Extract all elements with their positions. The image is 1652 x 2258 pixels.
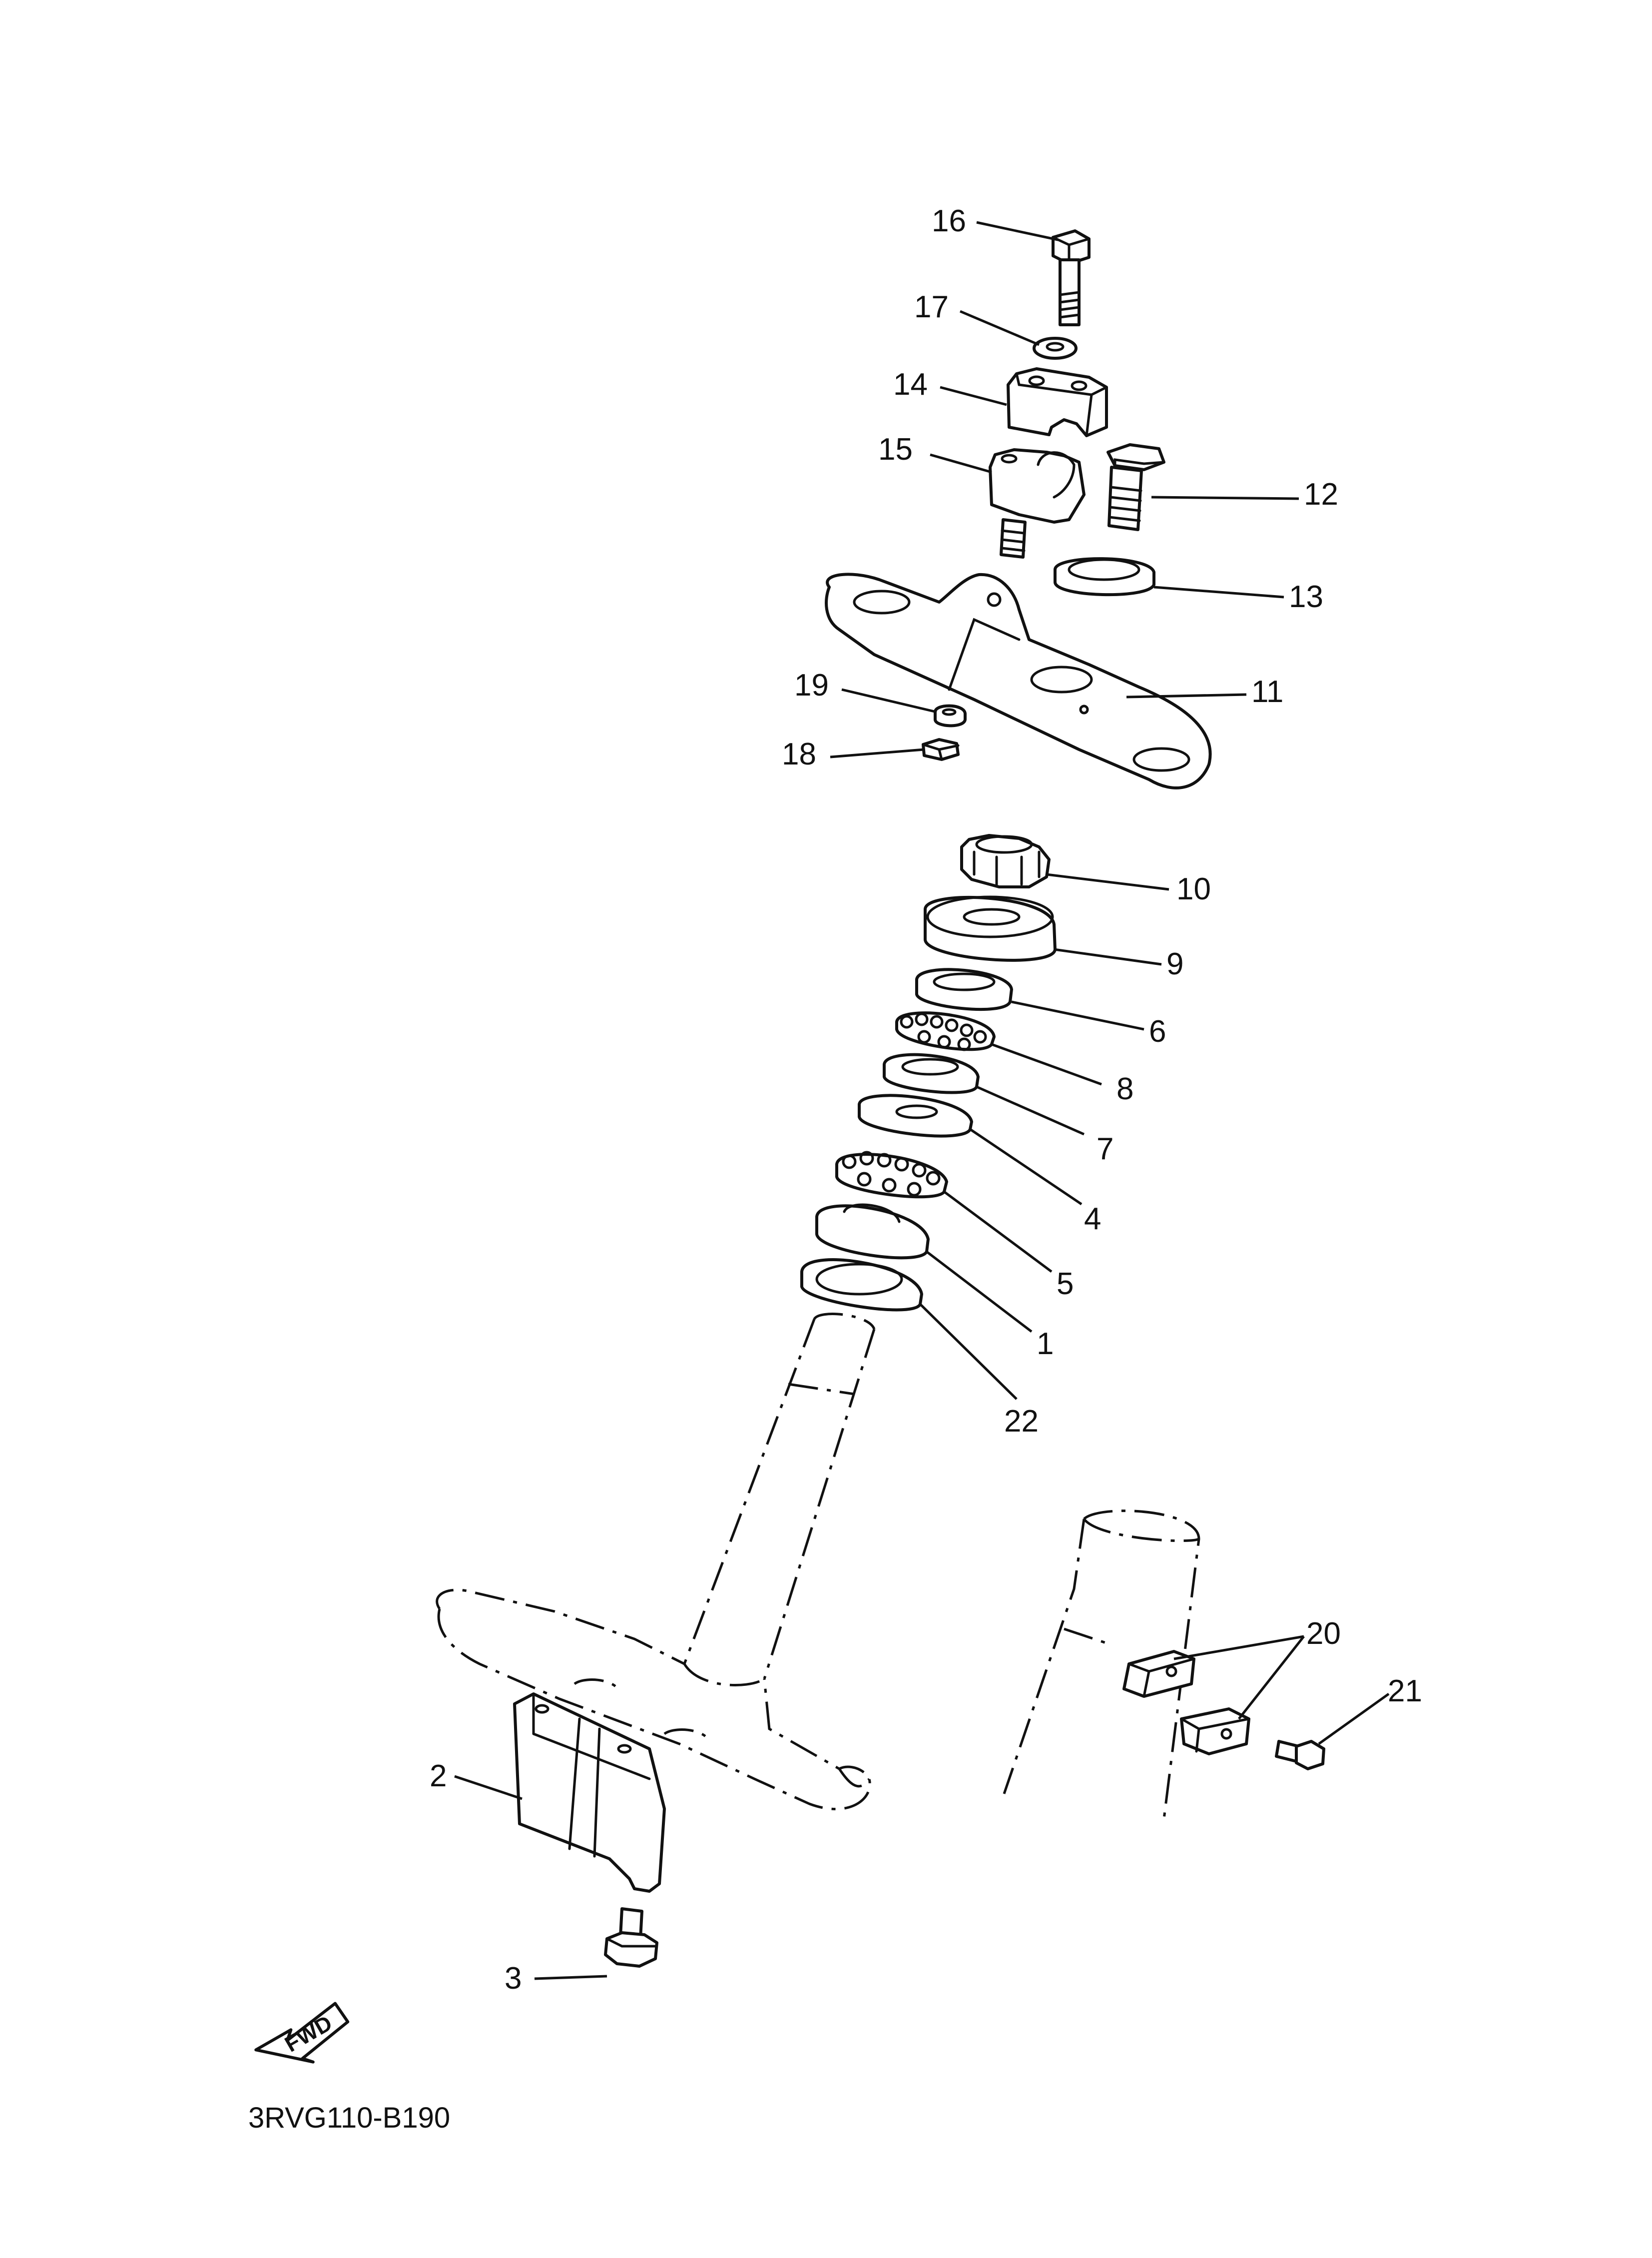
callout-12: 12 [1304, 477, 1338, 512]
front-fork-phantom [1003, 1509, 1200, 1819]
lower-bracket-phantom [436, 1588, 871, 1810]
forward-direction-arrow: FWD [254, 2002, 350, 2064]
callout-9: 9 [1166, 947, 1183, 981]
callout-21: 21 [1388, 1674, 1422, 1708]
part-13-washer [1054, 557, 1155, 597]
part-22-seal [800, 1258, 923, 1312]
callout-17: 17 [914, 290, 949, 324]
part-10-ring-nut [960, 834, 1051, 888]
callout-16: 16 [932, 204, 966, 238]
part-21-bolt [1275, 1740, 1325, 1770]
callout-10: 10 [1176, 872, 1211, 906]
part-14-upper-holder [1007, 367, 1108, 437]
part-12-bolt [1106, 443, 1165, 531]
callout-1: 1 [1037, 1327, 1054, 1361]
callout-22: 22 [1004, 1404, 1039, 1439]
callout-18: 18 [782, 737, 816, 771]
part-2-guard [513, 1692, 666, 1893]
callout-8: 8 [1116, 1072, 1133, 1106]
part-6-ball-race [915, 968, 1013, 1011]
part-18-nut [922, 738, 960, 761]
part-8-ball-bearing [895, 1011, 996, 1051]
callout-14: 14 [893, 367, 928, 402]
callout-3: 3 [505, 1961, 522, 1996]
callout-13: 13 [1289, 580, 1323, 614]
part-17-washer [1033, 337, 1078, 360]
part-7-ball-race [883, 1053, 980, 1094]
part-15-lower-holder [989, 448, 1086, 559]
callout-5: 5 [1057, 1267, 1074, 1301]
part-4-seal [858, 1094, 973, 1138]
part-20-cable-guide-lower [1180, 1707, 1250, 1755]
part-19-lock-washer [934, 704, 967, 728]
part-9-cover [924, 895, 1057, 962]
part-11-upper-bracket [825, 573, 1212, 789]
steering-stem-phantom [683, 1313, 876, 1686]
callout-6: 6 [1149, 1014, 1166, 1049]
leader-lines [454, 221, 1390, 1980]
callout-7: 7 [1097, 1132, 1113, 1166]
callout-15: 15 [878, 432, 913, 467]
callout-labels: 16 17 14 15 12 13 11 19 18 10 9 6 8 7 4 … [430, 204, 1422, 1996]
part-16-bolt [1052, 229, 1091, 326]
drawing-code: 3RVG110-B190 [248, 2102, 450, 2134]
callout-20: 20 [1306, 1616, 1341, 1651]
callout-4: 4 [1084, 1202, 1101, 1236]
part-3-bolt [604, 1907, 658, 1968]
callout-2: 2 [430, 1759, 447, 1793]
callout-19: 19 [794, 668, 829, 703]
part-1-ball-race [815, 1203, 930, 1260]
callout-11: 11 [1251, 675, 1283, 709]
part-5-ball-bearing [835, 1151, 948, 1199]
part-20-cable-guide-upper [1122, 1650, 1195, 1698]
